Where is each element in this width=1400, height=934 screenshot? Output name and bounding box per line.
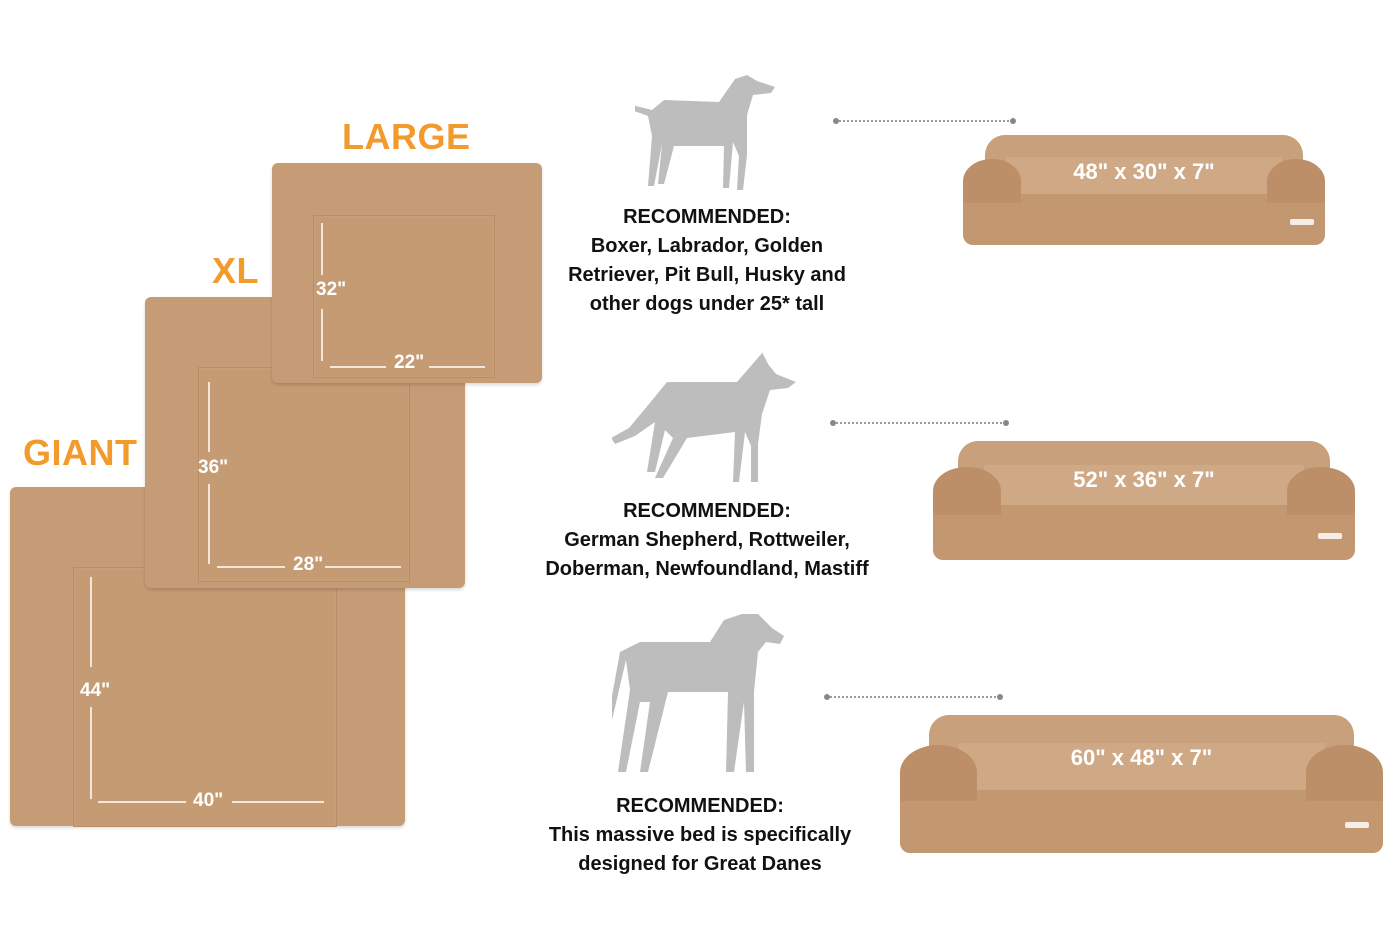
giant-width-label: 40"	[193, 790, 224, 811]
recommendation-giant: RECOMMENDED: This massive bed is specifi…	[520, 792, 880, 879]
xl-length-label: 36"	[198, 457, 229, 478]
giant-dimensions: 60" x 48" x 7"	[1070, 745, 1213, 771]
size-label-xl: XL	[212, 250, 260, 291]
giant-length-label: 44"	[80, 680, 111, 701]
connector-line	[830, 420, 1009, 426]
size-label-giant: GIANT	[23, 432, 138, 473]
size-label-large: LARGE	[342, 116, 471, 157]
large-dimensions: 48" x 30" x 7"	[1073, 159, 1215, 185]
giant-bed-side-view: 60" x 48" x 7"	[900, 715, 1383, 853]
xl-bed-side-view: 52" x 36" x 7"	[933, 441, 1355, 560]
recommendation-heading: RECOMMENDED:	[623, 500, 791, 522]
large-length-label: 32"	[316, 279, 347, 300]
large-width-label: 22"	[394, 352, 425, 373]
recommendation-heading: RECOMMENDED:	[623, 206, 791, 228]
recommendation-heading: RECOMMENDED:	[616, 795, 784, 817]
brand-tag	[1290, 219, 1315, 226]
recommendation-large: RECOMMENDED: Boxer, Labrador, Golden Ret…	[527, 203, 887, 319]
connector-line	[824, 694, 1003, 700]
xl-dimensions: 52" x 36" x 7"	[1073, 467, 1215, 493]
brand-tag	[1344, 822, 1369, 829]
connector-line	[833, 118, 1016, 124]
xl-width-label: 28"	[293, 554, 324, 575]
recommendation-text: Boxer, Labrador, Golden Retriever, Pit B…	[568, 235, 846, 315]
brand-tag	[1318, 532, 1343, 539]
recommendation-text: German Shepherd, Rottweiler, Doberman, N…	[545, 529, 869, 580]
recommendation-text: This massive bed is specifically designe…	[548, 824, 852, 875]
large-bed-side-view: 48" x 30" x 7"	[963, 135, 1325, 245]
labrador-dog-icon	[635, 75, 775, 190]
german-shepherd-dog-icon	[612, 352, 796, 482]
recommendation-xl: RECOMMENDED: German Shepherd, Rottweiler…	[527, 497, 887, 584]
large-bed-top-view: 32" 22"	[272, 163, 542, 383]
great-dane-dog-icon	[612, 614, 784, 772]
